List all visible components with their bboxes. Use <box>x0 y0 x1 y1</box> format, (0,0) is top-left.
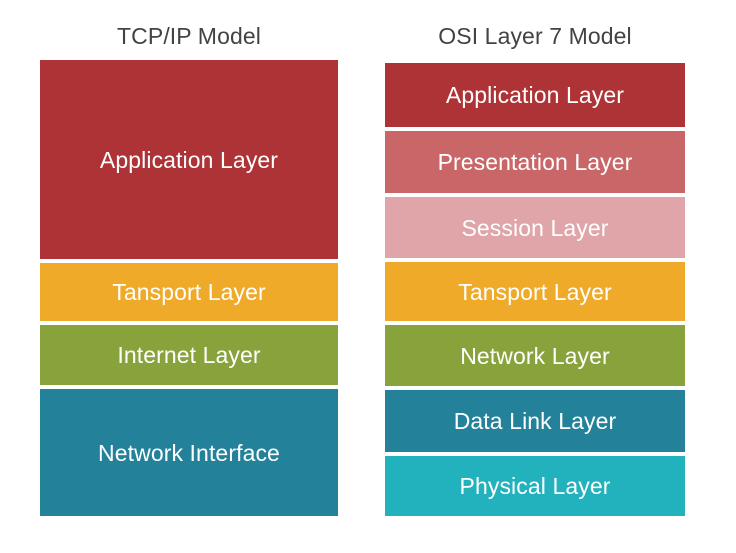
layer-box-tcpip-3[interactable]: Network Interface <box>40 389 338 516</box>
layer-label: Internet Layer <box>117 342 261 368</box>
layer-box-osi-6[interactable]: Physical Layer <box>385 456 685 516</box>
layer-label: Physical Layer <box>459 473 611 499</box>
layer-label: Tansport Layer <box>112 279 266 305</box>
layer-box-tcpip-0[interactable]: Application Layer <box>40 60 338 259</box>
layer-box-tcpip-2[interactable]: Internet Layer <box>40 325 338 385</box>
layer-box-osi-1[interactable]: Presentation Layer <box>385 131 685 193</box>
layer-label: Network Interface <box>98 439 280 466</box>
layer-label: Tansport Layer <box>458 278 612 305</box>
layer-label: Application Layer <box>445 82 625 108</box>
layer-box-osi-3[interactable]: Tansport Layer <box>385 262 685 321</box>
layer-label: Session Layer <box>461 214 609 241</box>
layer-box-osi-4[interactable]: Network Layer <box>385 325 685 386</box>
layer-label: Network Layer <box>460 342 610 369</box>
tcpip-model-title: TCP/IP Model <box>117 23 261 49</box>
layer-box-osi-2[interactable]: Session Layer <box>385 197 685 258</box>
layer-label: Presentation Layer <box>437 149 633 175</box>
layer-box-osi-0[interactable]: Application Layer <box>385 63 685 127</box>
layer-box-osi-5[interactable]: Data Link Layer <box>385 390 685 452</box>
osi-model-title: OSI Layer 7 Model <box>438 23 632 49</box>
layer-box-tcpip-1[interactable]: Tansport Layer <box>40 263 338 321</box>
layer-label: Data Link Layer <box>453 408 617 434</box>
layer-label: Application Layer <box>99 146 279 173</box>
